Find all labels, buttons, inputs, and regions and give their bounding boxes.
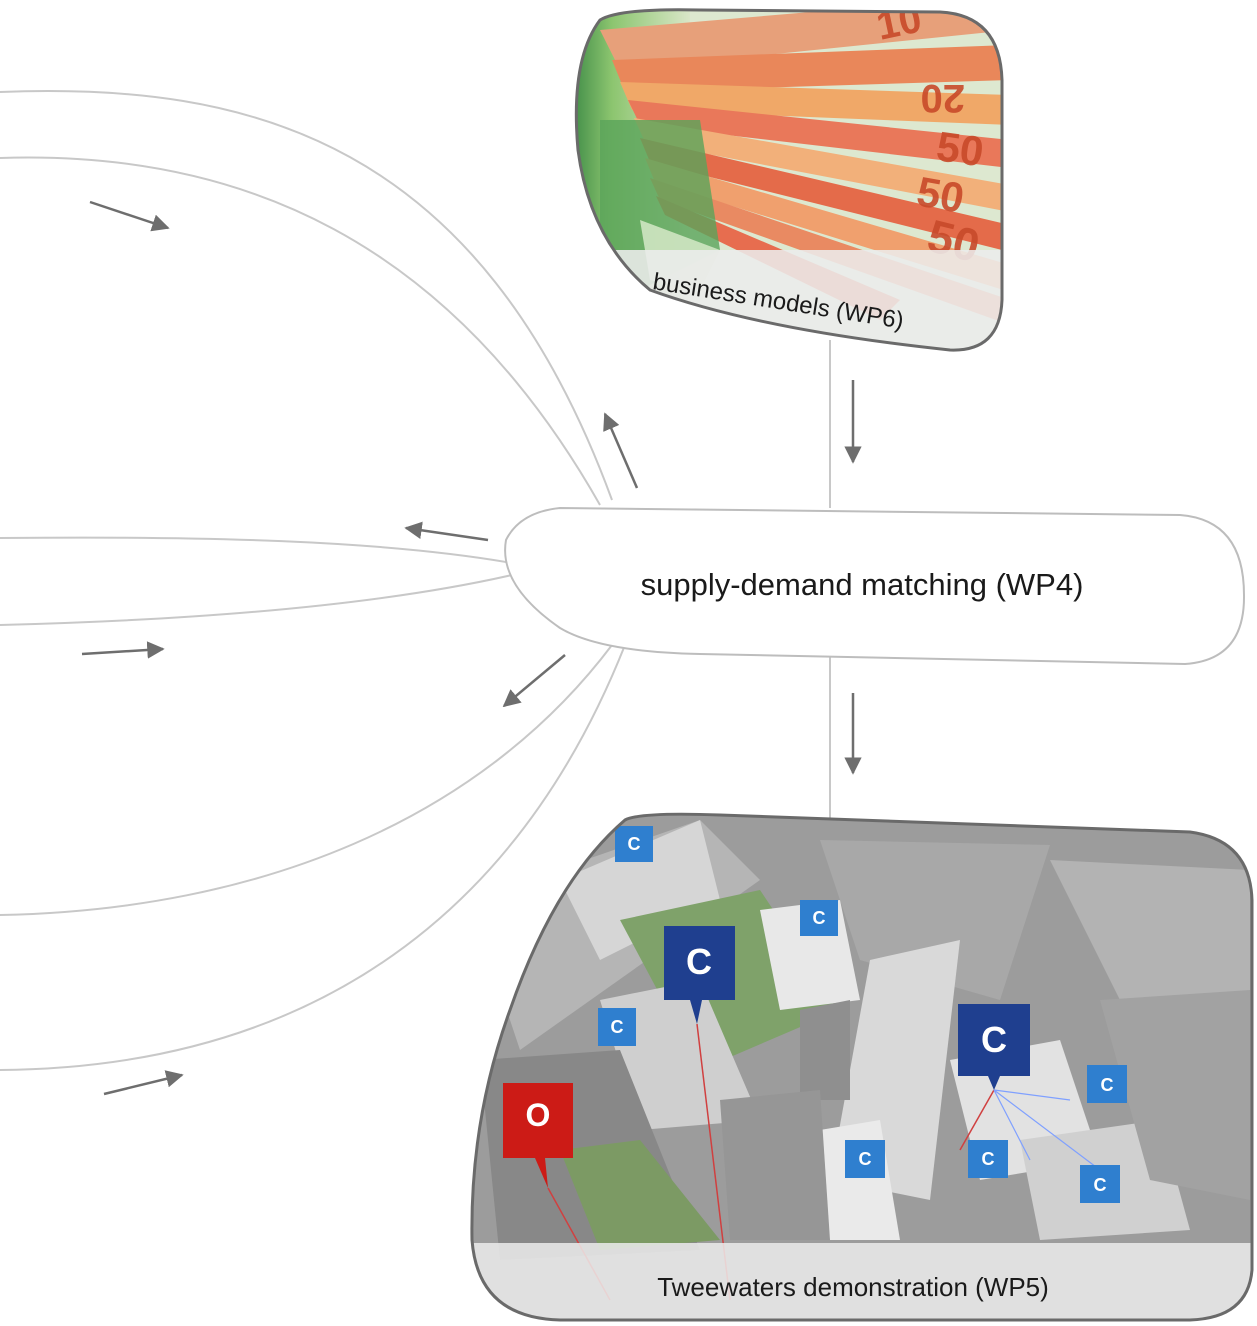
arrow-down-left [502, 654, 566, 708]
svg-text:C: C [813, 908, 826, 928]
svg-text:C: C [982, 1149, 995, 1169]
arrow-right-bottom [103, 1070, 184, 1096]
connection-curves [0, 89, 626, 1071]
direction-arrows [81, 200, 862, 1096]
svg-text:C: C [859, 1149, 872, 1169]
curve-1 [0, 89, 613, 501]
svg-text:50: 50 [934, 122, 987, 175]
sensor-marker: C [1087, 1065, 1127, 1103]
svg-text:C: C [1094, 1175, 1107, 1195]
sensor-marker: C [968, 1140, 1008, 1178]
svg-text:C: C [686, 941, 712, 982]
sensor-marker: C [1080, 1165, 1120, 1203]
tweewaters-label: Tweewaters demonstration (WP5) [657, 1272, 1049, 1302]
svg-text:C: C [1101, 1075, 1114, 1095]
collector-marker: O [503, 1083, 573, 1188]
sensor-marker: C [615, 826, 653, 862]
sensor-links-blue [993, 1089, 1101, 1171]
concentrator-marker-2: C [958, 1004, 1030, 1090]
supply-demand-shape [504, 506, 1246, 666]
svg-text:50: 50 [913, 168, 967, 222]
curve-4 [0, 574, 513, 626]
sensor-markers: C C C C C [598, 826, 1127, 1203]
aerial-city-view [471, 820, 1250, 1260]
supply-demand-node: supply-demand matching (WP4) [504, 506, 1246, 666]
business-models-node: 10 20 50 50 50 business models (WP6) [574, 8, 1004, 352]
svg-text:C: C [981, 1019, 1007, 1060]
arrow-right-mid [81, 641, 165, 659]
arrow-left [404, 521, 489, 542]
sensor-marker: C [845, 1140, 885, 1178]
curve-2 [0, 156, 601, 506]
curve-3 [0, 536, 513, 564]
supply-demand-label: supply-demand matching (WP4) [641, 567, 1084, 602]
curve-6 [0, 644, 626, 1071]
svg-text:C: C [611, 1017, 624, 1037]
arrow-right-top [89, 200, 170, 232]
sensor-marker: C [800, 900, 838, 936]
svg-text:C: C [628, 834, 641, 854]
concentrator-marker-1: C [664, 926, 735, 1024]
arrow-up [603, 412, 639, 489]
svg-text:O: O [526, 1097, 551, 1133]
tweewaters-node: O C C C C [470, 812, 1254, 1322]
curve-5 [0, 644, 613, 916]
sensor-marker: C [598, 1008, 636, 1046]
svg-text:20: 20 [921, 76, 966, 120]
